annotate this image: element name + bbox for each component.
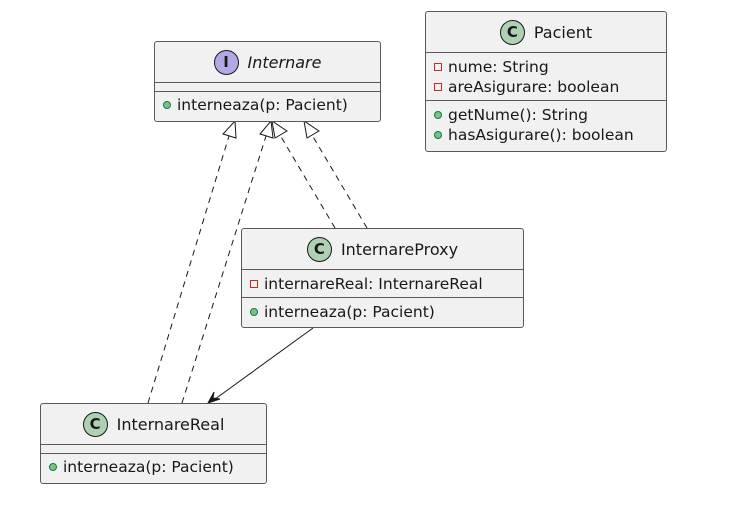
realization-head-proxy-right <box>303 119 320 139</box>
method-text: interneaza(p: Pacient) <box>63 458 234 476</box>
method-row: interneaza(p: Pacient) <box>163 95 380 115</box>
attribute-row: internareReal: InternareReal <box>250 274 523 294</box>
realization-edge-real-left <box>147 135 230 404</box>
realization-head-real-left <box>222 119 237 139</box>
public-visibility-icon <box>49 463 57 471</box>
attribute-row: areAsigurare: boolean <box>434 77 666 97</box>
method-row: getNume(): String <box>434 105 666 125</box>
method-row: interneaza(p: Pacient) <box>250 302 523 322</box>
methods-compartment: getNume(): String hasAsigurare(): boolea… <box>426 100 666 149</box>
realization-head-proxy-left <box>271 119 288 139</box>
class-internareproxy: C InternareProxy internareReal: Internar… <box>241 228 524 328</box>
association-arrowhead <box>206 391 221 404</box>
class-internare: I Internare interneaza(p: Pacient) <box>154 41 381 122</box>
class-name: InternareProxy <box>340 239 459 259</box>
attribute-row: nume: String <box>434 57 666 77</box>
realization-edge-proxy-right <box>311 134 368 229</box>
class-header: C InternareReal <box>41 404 266 444</box>
association-edge-proxy-real <box>210 327 314 403</box>
methods-compartment: interneaza(p: Pacient) <box>41 453 266 481</box>
class-pacient: C Pacient nume: String areAsigurare: boo… <box>425 11 667 152</box>
method-row: hasAsigurare(): boolean <box>434 125 666 145</box>
class-icon: C <box>82 411 108 437</box>
public-visibility-icon <box>434 111 442 119</box>
class-header: C Pacient <box>426 12 666 52</box>
methods-compartment: interneaza(p: Pacient) <box>242 297 523 326</box>
method-text: interneaza(p: Pacient) <box>264 303 435 321</box>
realization-edge-real-right <box>181 135 267 404</box>
class-name: InternareReal <box>116 414 225 434</box>
realization-edge-proxy-left <box>279 134 336 229</box>
method-text: getNume(): String <box>448 106 589 124</box>
class-internarereal: C InternareReal interneaza(p: Pacient) <box>40 403 267 484</box>
class-name: Internare <box>247 52 322 72</box>
attributes-compartment: nume: String areAsigurare: boolean <box>426 52 666 100</box>
method-row: interneaza(p: Pacient) <box>49 457 266 477</box>
public-visibility-icon <box>250 308 258 316</box>
method-text: hasAsigurare(): boolean <box>448 126 634 144</box>
class-header: I Internare <box>155 42 380 82</box>
attributes-separator <box>155 82 380 91</box>
class-icon: C <box>306 236 332 262</box>
methods-compartment: interneaza(p: Pacient) <box>155 91 380 119</box>
class-icon: C <box>499 19 525 45</box>
attributes-compartment: internareReal: InternareReal <box>242 269 523 297</box>
public-visibility-icon <box>163 101 171 109</box>
method-text: interneaza(p: Pacient) <box>177 96 348 114</box>
attributes-separator <box>41 444 266 453</box>
private-visibility-icon <box>250 280 258 288</box>
attribute-text: nume: String <box>448 58 549 76</box>
attribute-text: areAsigurare: boolean <box>448 78 620 96</box>
private-visibility-icon <box>434 83 442 91</box>
private-visibility-icon <box>434 63 442 71</box>
class-header: C InternareProxy <box>242 229 523 269</box>
interface-icon: I <box>213 49 239 75</box>
class-name: Pacient <box>533 22 593 42</box>
attribute-text: internareReal: InternareReal <box>264 275 483 293</box>
realization-head-real-right <box>259 119 274 139</box>
public-visibility-icon <box>434 131 442 139</box>
